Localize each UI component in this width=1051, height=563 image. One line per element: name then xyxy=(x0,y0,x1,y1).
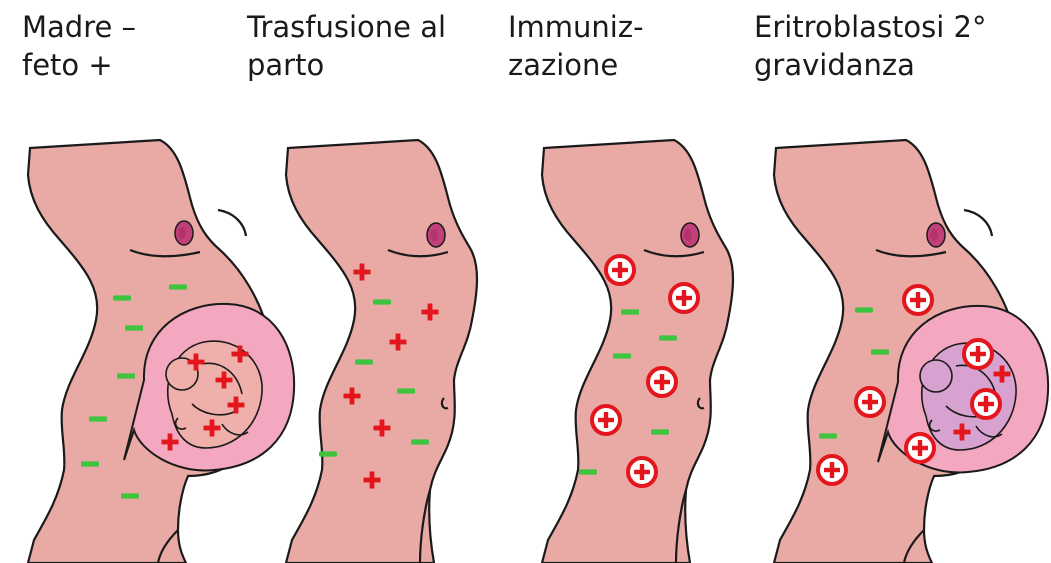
nipple-3 xyxy=(681,223,699,247)
panel-eritroblastosi xyxy=(774,140,1048,563)
panel-madre-feto xyxy=(28,140,294,563)
nipple-1 xyxy=(175,221,193,245)
nipple-2 xyxy=(427,223,445,247)
mother-silhouette-2 xyxy=(286,140,477,563)
panel-immunizzazione xyxy=(542,140,733,563)
nipple-4 xyxy=(927,223,945,247)
mother-silhouette-3 xyxy=(542,140,733,563)
panel-trasfusione xyxy=(286,140,477,563)
